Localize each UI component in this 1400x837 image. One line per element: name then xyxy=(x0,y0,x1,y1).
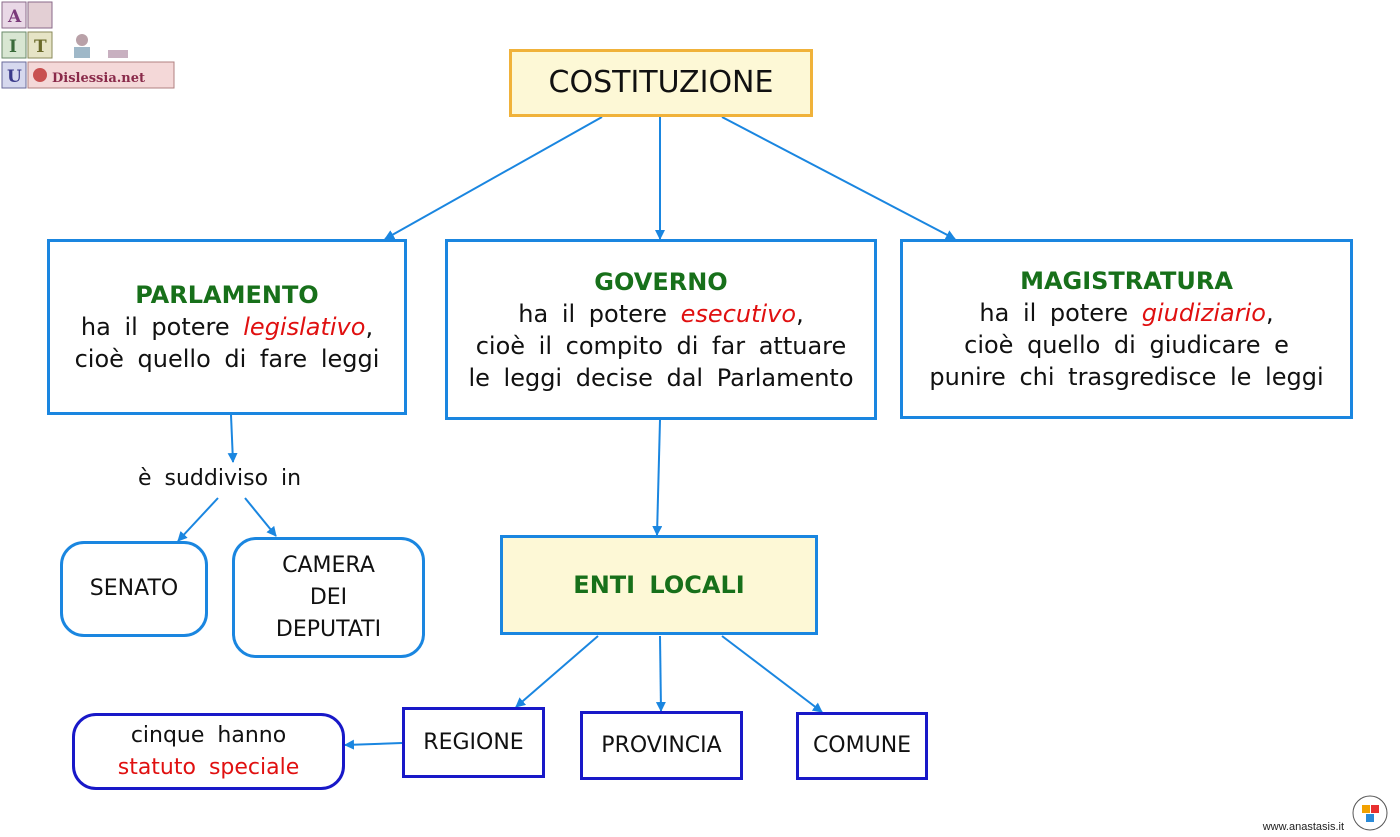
arrow-root-parlamento xyxy=(384,116,603,240)
logo-letter-t: T xyxy=(34,37,47,57)
regione-label: REGIONE xyxy=(423,729,524,755)
governo-line1: ha il potere esecutivo, xyxy=(518,299,804,328)
camera-line3: DEPUTATI xyxy=(275,616,382,642)
magistratura-power: giudiziario xyxy=(1141,299,1266,327)
arrow-enti-regione xyxy=(515,635,599,708)
arrow-regione-statuto xyxy=(344,739,403,750)
enti-locali-node: ENTI LOCALI xyxy=(500,535,818,635)
magistratura-line2: cioè quello di giudicare e xyxy=(964,331,1289,359)
logo-letter-u: U xyxy=(7,67,22,87)
footer-url: www.anastasis.it xyxy=(1262,821,1344,833)
arrow-enti-comune xyxy=(721,635,823,713)
arrow-suddiviso-senato xyxy=(177,497,219,542)
parlamento-power: legislativo xyxy=(243,313,366,341)
governo-power: esecutivo xyxy=(680,299,797,328)
arrow-parlamento-suddiviso xyxy=(227,414,238,463)
parlamento-node: PARLAMENTO ha il potere legislativo, cio… xyxy=(47,239,407,415)
senato-node: SENATO xyxy=(60,541,208,637)
statuto-line2: statuto speciale xyxy=(117,754,300,780)
parlamento-line2: cioè quello di fare leggi xyxy=(74,345,380,373)
magistratura-title: MAGISTRATURA xyxy=(1020,267,1233,295)
suddiviso-label: è suddiviso in xyxy=(138,466,302,491)
magistratura-node: MAGISTRATURA ha il potere giudiziario, c… xyxy=(900,239,1353,419)
statuto-line1: cinque hanno xyxy=(130,722,287,748)
governo-title: GOVERNO xyxy=(594,267,728,296)
provincia-node: PROVINCIA xyxy=(580,711,743,780)
camera-node: CAMERA DEI DEPUTATI xyxy=(232,537,425,658)
magistratura-line1: ha il potere giudiziario, xyxy=(979,299,1274,327)
supermappe-badge-icon xyxy=(1352,795,1388,831)
arrow-enti-provincia xyxy=(655,635,666,712)
governo-node: GOVERNO ha il potere esecutivo, cioè il … xyxy=(445,239,877,420)
arrow-suddiviso-camera xyxy=(244,497,277,537)
arrow-root-magistratura xyxy=(721,116,956,240)
footer-brand: www.anastasis.it xyxy=(1263,793,1392,833)
parlamento-title: PARLAMENTO xyxy=(135,281,319,309)
governo-line2: cioè il compito di far attuare xyxy=(475,331,847,360)
logo-letter-i: I xyxy=(9,37,17,57)
arrow-governo-enti xyxy=(652,419,663,536)
statuto-node: cinque hanno statuto speciale xyxy=(72,713,345,790)
comune-label: COMUNE xyxy=(812,733,912,758)
parlamento-line1: ha il potere legislativo, xyxy=(80,313,374,341)
magistratura-line3: punire chi trasgredisce le leggi xyxy=(929,363,1324,391)
dislessia-logo: A I T U Dislessia.net xyxy=(1,1,175,89)
costituzione-node: COSTITUZIONE xyxy=(509,49,813,117)
logo-site-name: Dislessia.net xyxy=(52,71,145,86)
costituzione-title: COSTITUZIONE xyxy=(548,65,774,100)
enti-locali-title: ENTI LOCALI xyxy=(573,571,745,599)
senato-label: SENATO xyxy=(89,576,179,601)
camera-line2: DEI xyxy=(309,584,348,610)
camera-line1: CAMERA xyxy=(282,552,375,578)
comune-node: COMUNE xyxy=(796,712,928,780)
regione-node: REGIONE xyxy=(402,707,545,778)
provincia-label: PROVINCIA xyxy=(601,732,722,758)
governo-line3: le leggi decise dal Parlamento xyxy=(468,363,854,392)
logo-letter-a: A xyxy=(7,7,22,27)
